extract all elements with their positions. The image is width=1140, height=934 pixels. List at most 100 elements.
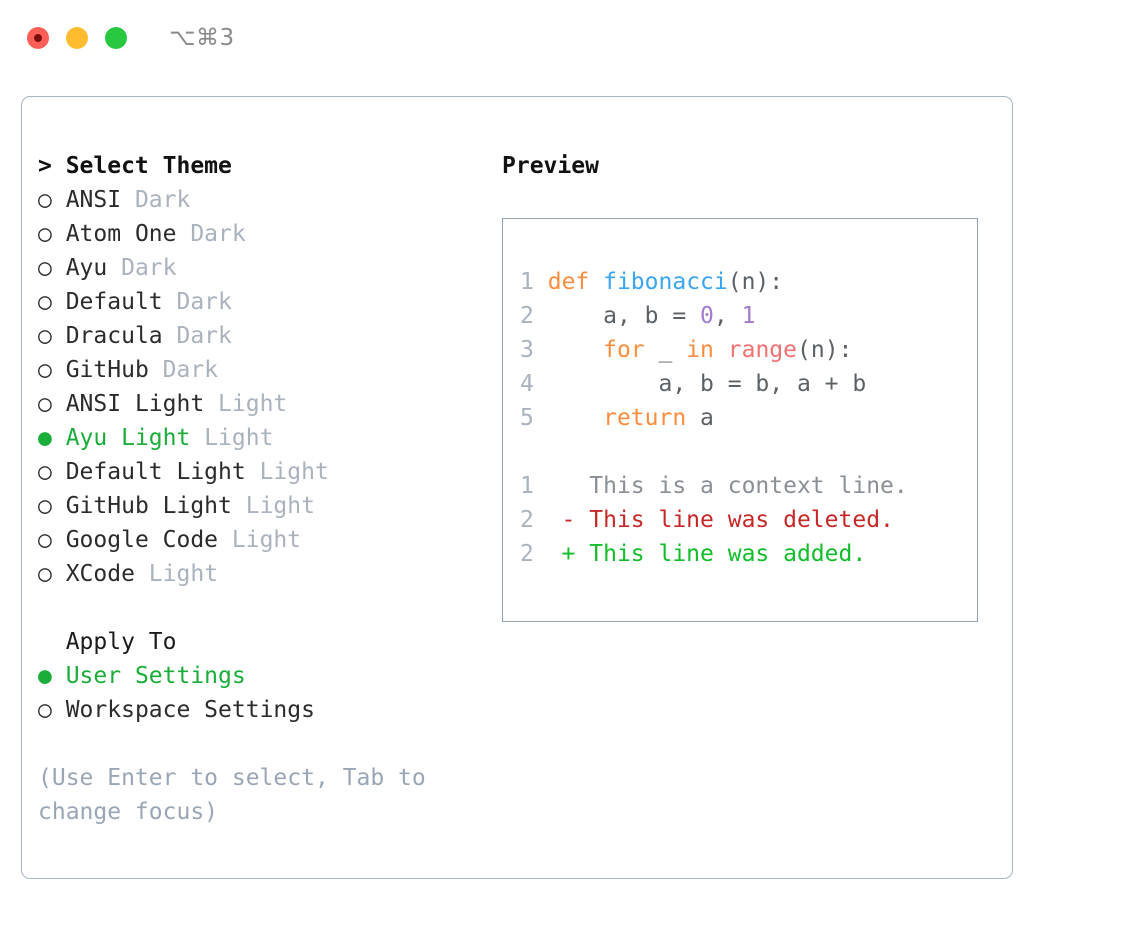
theme-option[interactable]: ○ ANSI Dark (38, 183, 468, 217)
diff-line: 2 + This line was added. (520, 537, 908, 571)
theme-option-label: Default (51, 289, 163, 315)
code-token: (n): (727, 269, 784, 295)
theme-option-label: Ayu Light (51, 425, 191, 451)
keyboard-hint-text: (Use Enter to select, Tab to change focu… (38, 765, 426, 825)
traffic-lights (27, 27, 127, 49)
theme-option[interactable]: ○ GitHub Light Light (38, 489, 468, 523)
diff-line: 2 - This line was deleted. (520, 503, 908, 537)
radio-selected-icon: ● (38, 425, 52, 451)
theme-option-label: GitHub Light (51, 493, 232, 519)
code-token: 0 (700, 303, 714, 329)
theme-option-label: GitHub (51, 357, 149, 383)
diff-text: This line was added. (589, 541, 867, 567)
radio-unselected-icon: ○ (38, 391, 52, 417)
code-token: 1 (741, 303, 756, 329)
theme-option[interactable]: ○ GitHub Dark (38, 353, 468, 387)
code-token: (n): (797, 337, 853, 363)
keyboard-shortcut-label: ⌥⌘3 (169, 25, 235, 51)
theme-option[interactable]: ○ Default Light Light (38, 455, 468, 489)
line-number: 2 (520, 541, 534, 567)
line-number: 1 (520, 269, 534, 295)
apply-to-option[interactable]: ○ Workspace Settings (38, 693, 468, 727)
theme-option-label: XCode (51, 561, 135, 587)
radio-unselected-icon: ○ (38, 357, 52, 383)
theme-variant-tag: Dark (162, 289, 232, 315)
theme-option[interactable]: ○ Atom One Dark (38, 217, 468, 251)
diff-text: This is a context line. (589, 473, 908, 499)
theme-option-label: Google Code (51, 527, 219, 553)
code-blank-line (520, 435, 908, 469)
theme-option-label: ANSI Light (51, 391, 205, 417)
theme-option[interactable]: ○ XCode Light (38, 557, 468, 591)
theme-option[interactable]: ○ Ayu Dark (38, 251, 468, 285)
radio-unselected-icon: ○ (38, 697, 52, 723)
radio-unselected-icon: ○ (38, 561, 52, 587)
radio-unselected-icon: ○ (38, 187, 52, 213)
gutter-space (534, 303, 548, 329)
diff-marker: - (533, 507, 590, 533)
radio-unselected-icon: ○ (38, 527, 52, 553)
code-token: a (686, 405, 714, 431)
section-spacer (38, 591, 468, 625)
diff-text: This line was deleted. (589, 507, 894, 533)
line-number: 2 (520, 303, 534, 329)
theme-picker-card: > Select Theme ○ ANSI Dark○ Atom One Dar… (21, 96, 1013, 879)
theme-option[interactable]: ○ ANSI Light Light (38, 387, 468, 421)
radio-unselected-icon: ○ (38, 493, 52, 519)
code-token (714, 337, 728, 363)
diff-line: 1 This is a context line. (520, 469, 908, 503)
code-token: for (603, 337, 645, 363)
diff-marker: + (533, 541, 590, 567)
close-button-icon[interactable] (27, 27, 49, 49)
code-line: 5 return a (520, 401, 908, 435)
code-token: return (603, 405, 687, 431)
theme-option[interactable]: ● Ayu Light Light (38, 421, 468, 455)
code-token: a, b = (547, 303, 701, 329)
preview-header: Preview (502, 153, 599, 179)
theme-option-label: ANSI (51, 187, 122, 213)
code-line: 4 a, b = b, a + b (520, 367, 908, 401)
code-token (548, 405, 603, 431)
theme-variant-tag: Light (245, 459, 329, 485)
code-token: fibonacci (603, 269, 728, 295)
radio-unselected-icon: ○ (38, 289, 52, 315)
code-token: , (713, 303, 742, 329)
minimize-button-icon[interactable] (66, 27, 88, 49)
diff-marker (534, 473, 589, 499)
line-number: 3 (520, 337, 534, 363)
theme-variant-tag: Dark (176, 221, 246, 247)
theme-list: ○ ANSI Dark○ Atom One Dark○ Ayu Dark○ De… (38, 183, 468, 591)
code-token: range (727, 337, 798, 363)
radio-unselected-icon: ○ (38, 255, 52, 281)
theme-variant-tag: Light (134, 561, 219, 587)
select-theme-header: > Select Theme (38, 153, 232, 179)
radio-unselected-icon: ○ (38, 459, 52, 485)
theme-option[interactable]: ○ Google Code Light (38, 523, 468, 557)
theme-variant-tag: Light (231, 493, 315, 519)
apply-to-option[interactable]: ● User Settings (38, 659, 468, 693)
code-token: def (547, 269, 604, 295)
code-token: a, b = b, a + b (547, 371, 867, 397)
code-line: 3 for _ in range(n): (520, 333, 908, 367)
line-number: 5 (520, 405, 534, 431)
apply-to-list: ● User Settings○ Workspace Settings (38, 659, 468, 727)
theme-variant-tag: Dark (162, 323, 232, 349)
code-line: 2 a, b = 0, 1 (520, 299, 908, 333)
theme-option[interactable]: ○ Default Dark (38, 285, 468, 319)
gutter-space (534, 337, 548, 363)
title-bar: ⌥⌘3 (0, 0, 1140, 76)
line-number: 2 (520, 507, 534, 533)
radio-unselected-icon: ○ (38, 323, 52, 349)
maximize-button-icon[interactable] (105, 27, 127, 49)
theme-variant-tag: Light (190, 425, 274, 451)
code-line: 1 def fibonacci(n): (520, 265, 908, 299)
theme-option[interactable]: ○ Dracula Dark (38, 319, 468, 353)
radio-selected-icon: ● (38, 663, 52, 689)
theme-option-label: Ayu (51, 255, 108, 281)
theme-variant-tag: Dark (148, 357, 219, 383)
apply-to-option-label: User Settings (51, 663, 246, 689)
apply-to-header: Apply To (38, 629, 177, 655)
